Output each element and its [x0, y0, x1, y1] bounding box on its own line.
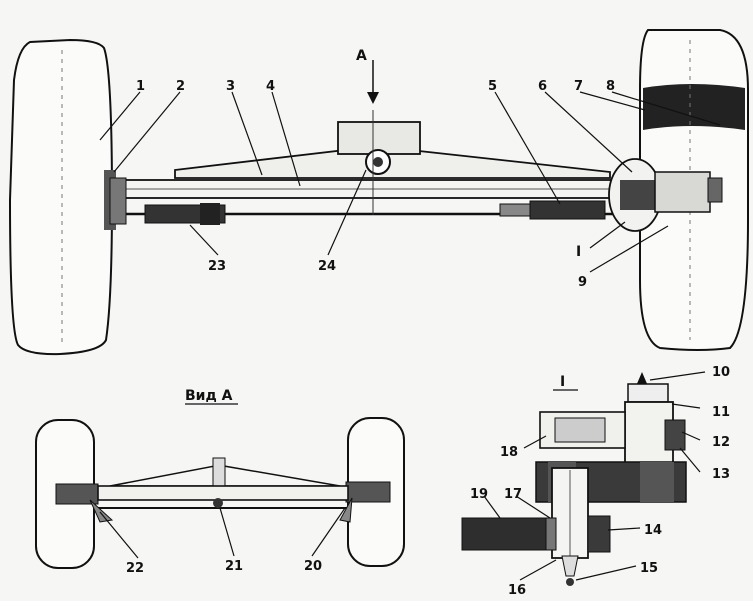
label-23: 23 [208, 259, 226, 274]
detail-cylinder [461, 517, 547, 551]
label-13: 13 [712, 467, 730, 482]
label-20: 20 [304, 559, 322, 574]
label-11: 11 [712, 405, 730, 420]
label-16: 16 [508, 583, 526, 598]
detail-ref-label: I [576, 244, 581, 260]
label-14: 14 [644, 523, 662, 538]
label-10: 10 [712, 365, 730, 380]
view-a: Вид А 22 21 20 [35, 388, 405, 576]
left-kingpin [109, 177, 127, 225]
label-15: 15 [640, 561, 658, 576]
label-24: 24 [318, 259, 336, 274]
left-wheel [8, 38, 116, 356]
label-7: 7 [574, 79, 583, 94]
view-a-axle-beam [97, 485, 349, 501]
cylinder-right [529, 200, 606, 220]
label-18: 18 [500, 445, 518, 460]
label-3: 3 [226, 79, 235, 94]
label-1: 1 [136, 79, 145, 94]
label-4: 4 [266, 79, 275, 94]
label-19: 19 [470, 487, 488, 502]
view-arrow-a: А [356, 48, 379, 104]
label-17: 17 [504, 487, 522, 502]
detail-label: I [560, 374, 565, 390]
label-8: 8 [606, 79, 615, 94]
view-a-label: Вид А [185, 388, 233, 404]
label-2: 2 [176, 79, 185, 94]
label-22: 22 [126, 561, 144, 576]
label-5: 5 [488, 79, 497, 94]
detail-i: I [461, 365, 730, 598]
label-9: 9 [578, 275, 587, 290]
top-view: А 1 2 3 4 5 6 7 8 I 9 23 24 [8, 29, 749, 356]
label-6: 6 [538, 79, 547, 94]
label-12: 12 [712, 435, 730, 450]
right-hub [654, 171, 711, 213]
arrow-a-label: А [356, 48, 367, 64]
label-21: 21 [225, 559, 243, 574]
